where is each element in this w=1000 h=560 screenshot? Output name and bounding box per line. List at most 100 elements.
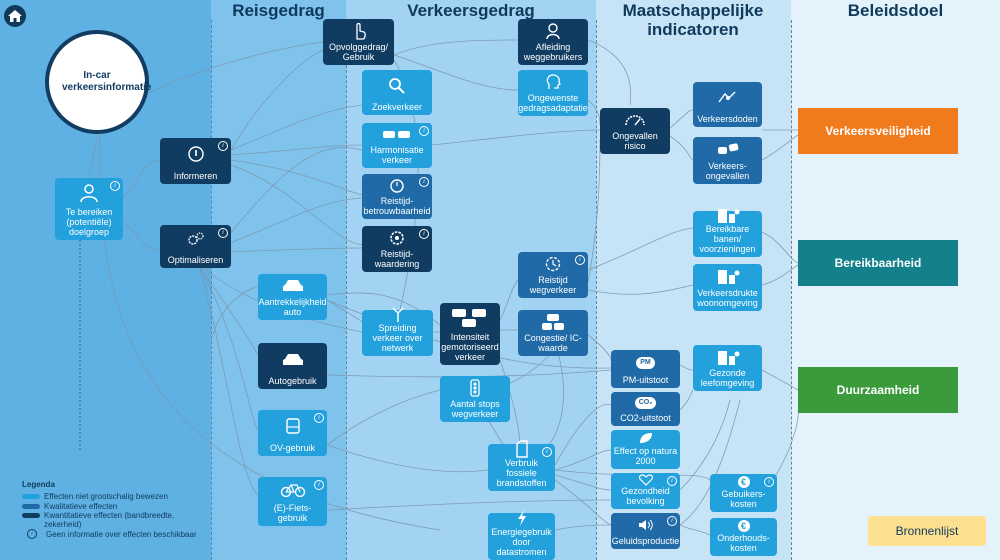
euro-icon: €	[710, 518, 777, 533]
node-label: Reistijd wegverkeer	[529, 275, 577, 295]
node-afleiding[interactable]: Afleiding weggebruikers	[518, 19, 588, 65]
node-aantrekkelijkheid[interactable]: Aantrekkelijkheid auto	[258, 274, 327, 320]
node-informeren[interactable]: Informeren i	[160, 138, 231, 184]
node-spreiding[interactable]: Spreiding verkeer over netwerk	[362, 307, 433, 356]
node-energie[interactable]: Energiegebruik door datastromen	[488, 510, 555, 560]
node-banen[interactable]: Bereikbare banen/ voorzieningen	[693, 209, 762, 257]
car-crash-icon	[693, 137, 762, 161]
node-label: Verkeersdrukte woonomgeving	[697, 288, 758, 308]
bicycle-icon	[258, 477, 327, 503]
co2-cloud-icon: CO₂	[611, 392, 680, 413]
traffic-jam-icon	[440, 303, 500, 332]
node-optimaliseren[interactable]: Optimaliseren i	[160, 225, 231, 268]
legend-label: Effecten niet grootschalig bewezen	[44, 491, 168, 501]
source-label: In-car verkeersinformatie	[62, 70, 152, 93]
node-opvolggedrag[interactable]: Opvolggedrag/ Gebruik	[323, 19, 394, 65]
euro-coin: €	[737, 475, 750, 488]
gears-icon	[160, 225, 231, 255]
info-icon[interactable]: i	[764, 477, 774, 487]
node-stops[interactable]: Aantal stops wegverkeer	[440, 376, 510, 422]
node-gedragsadaptatie[interactable]: Ongewenste gedragsadaptatie	[518, 70, 588, 116]
node-leefomgeving[interactable]: Gezonde leefomgeving	[693, 345, 762, 391]
info-icon[interactable]: i	[419, 229, 429, 239]
node-natura[interactable]: Effect op natura 2000	[611, 430, 680, 469]
node-ongevallen[interactable]: Verkeers- ongevallen	[693, 137, 762, 184]
column-divider	[596, 20, 597, 560]
info-icon[interactable]: i	[667, 476, 677, 486]
node-doden[interactable]: Verkeersdoden	[693, 82, 762, 127]
node-congestie[interactable]: Congestie/ IC- waarde	[518, 310, 588, 356]
node-autogebruik[interactable]: Autogebruik	[258, 343, 327, 389]
node-label: Ongevallen risico	[612, 131, 658, 151]
info-icon[interactable]: i	[218, 228, 228, 238]
person-icon	[55, 178, 123, 207]
node-betrouwbaarheid[interactable]: Reistijd- betrouwbaarheid i	[362, 174, 432, 219]
source-circle[interactable]: In-car verkeersinformatie	[45, 30, 152, 134]
node-label: Gezonde leefomgeving	[700, 368, 755, 388]
node-zoekverkeer[interactable]: Zoekverkeer	[362, 70, 432, 115]
crash-icon	[693, 82, 762, 114]
gear-check-icon	[362, 226, 432, 249]
info-icon[interactable]: i	[575, 255, 585, 265]
legend-row: Kwalitatieve effecten	[22, 501, 202, 511]
node-fietsgebruik[interactable]: (E)-Fiets- gebruik i	[258, 477, 327, 526]
node-label: Spreiding verkeer over netwerk	[372, 323, 423, 353]
node-intensiteit[interactable]: Intensiteit gemotoriseerd verkeer	[440, 303, 500, 365]
info-icon[interactable]: i	[667, 516, 677, 526]
column-header-verkeersgedrag: Verkeersgedrag	[407, 1, 535, 20]
city-icon	[693, 345, 762, 368]
goal-verkeersveiligheid[interactable]: Verkeersveiligheid	[798, 108, 958, 154]
bus-icon	[258, 410, 327, 443]
info-icon[interactable]: i	[314, 413, 324, 423]
heart-icon	[611, 473, 680, 486]
legend-swatch-light	[22, 493, 40, 499]
info-icon[interactable]: i	[218, 141, 228, 151]
speedometer-icon	[600, 108, 670, 131]
node-label: (E)-Fiets- gebruik	[273, 503, 312, 523]
node-label: Te bereiken (potentiële) doelgroep	[65, 207, 113, 237]
info-icon[interactable]: i	[542, 447, 552, 457]
head-icon	[518, 70, 588, 93]
node-fossiel[interactable]: Verbruik fossiele brandstoffen i	[488, 440, 555, 491]
node-co2[interactable]: CO₂ CO2-uitstoot	[611, 392, 680, 426]
node-label: PM-uitstoot	[622, 375, 669, 385]
node-label: Energiegebruik door datastromen	[491, 527, 552, 557]
node-harmonisatie[interactable]: Harmonisatie verkeer i	[362, 123, 432, 168]
city-icon	[693, 264, 762, 288]
node-pm[interactable]: PM PM-uitstoot	[611, 350, 680, 388]
node-geluid[interactable]: Geluidsproductie i	[611, 513, 680, 549]
legend: Legenda Effecten niet grootschalig bewez…	[22, 480, 202, 539]
car-icon	[258, 343, 327, 376]
node-label: CO2-uitstoot	[620, 413, 671, 423]
node-gezondheid[interactable]: Gezondheid bevolking i	[611, 473, 680, 509]
column-header-reisgedrag: Reisgedrag	[232, 1, 325, 20]
goal-duurzaamheid[interactable]: Duurzaamheid	[798, 367, 958, 413]
node-reistijd[interactable]: Reistijd wegverkeer i	[518, 252, 588, 298]
info-icon[interactable]: i	[419, 126, 429, 136]
node-waardering[interactable]: Reistijd- waardering i	[362, 226, 432, 272]
node-label: Congestie/ IC- waarde	[524, 333, 582, 353]
cars-icon	[518, 310, 588, 333]
goal-bereikbaarheid[interactable]: Bereikbaarheid	[798, 240, 958, 286]
node-label: Opvolggedrag/ Gebruik	[328, 42, 389, 62]
speaker-icon	[611, 513, 680, 536]
fuel-can-icon	[488, 440, 555, 458]
info-icon[interactable]: i	[419, 177, 429, 187]
info-icon[interactable]: i	[110, 181, 120, 191]
node-label: Ongewenste gedragsadaptatie	[518, 93, 588, 113]
node-onderhoud[interactable]: € Onderhouds- kosten	[710, 518, 777, 556]
home-icon	[8, 10, 22, 22]
info-icon[interactable]: i	[314, 480, 324, 490]
node-ovgebruik[interactable]: OV-gebruik i	[258, 410, 327, 456]
legend-swatch-mid	[22, 503, 40, 509]
city-icon	[693, 206, 762, 224]
home-button[interactable]	[4, 5, 26, 27]
node-label: Gezondheid bevolking	[621, 486, 670, 506]
node-gebruikerskosten[interactable]: € Gebuikers- kosten i	[710, 474, 777, 512]
sources-button[interactable]: Bronnenlijst	[868, 516, 986, 546]
node-drukte[interactable]: Verkeersdrukte woonomgeving	[693, 264, 762, 311]
node-doelgroep[interactable]: Te bereiken (potentiële) doelgroep i	[55, 178, 123, 240]
node-risico[interactable]: Ongevallen risico	[600, 108, 670, 154]
